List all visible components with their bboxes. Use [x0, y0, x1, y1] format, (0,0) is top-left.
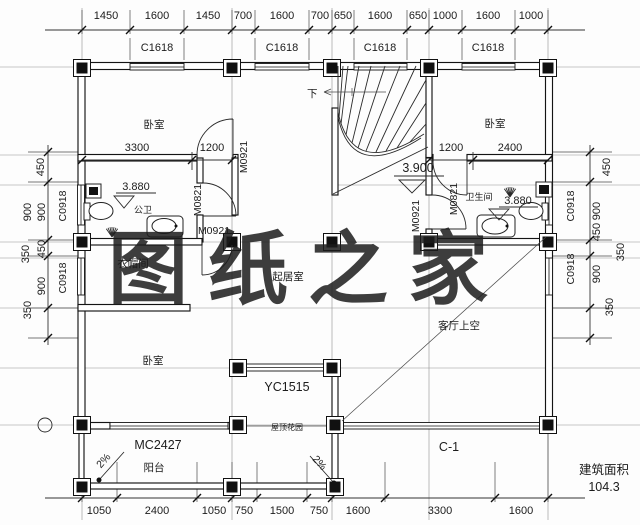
dim-right-1: 900: [591, 202, 603, 220]
dim-bottom-3: 750: [235, 505, 253, 517]
room-wc: 公卫: [134, 205, 152, 215]
dim-right-5: 350: [604, 298, 616, 316]
dimension-left: 450 900 900 450 350 900 350 C0918 C0918: [20, 145, 78, 345]
door-label-m0921-1: M0921: [238, 141, 250, 173]
windows: [77, 63, 553, 430]
door-label-m0921-3: M0921: [410, 200, 422, 232]
dim-top-11: 1000: [519, 10, 543, 22]
dim-bedroom-tl-1: 1200: [200, 142, 224, 154]
room-bedroom-bl: 卧室: [143, 354, 164, 367]
level-marks: 3.880 3.900 3.880: [113, 161, 538, 221]
room-void: 客厅上空: [438, 319, 480, 332]
dim-bottom-2: 1050: [202, 505, 226, 517]
room-cloakroom: 衣帽间: [117, 257, 149, 270]
dim-top-9: 1000: [433, 10, 457, 22]
window-label-c1618-2: C1618: [266, 42, 298, 54]
dim-bottom-7: 3300: [428, 505, 452, 517]
dim-bottom-0: 1050: [87, 505, 111, 517]
dim-top-8: 650: [409, 10, 427, 22]
window-label-c0918-right-2: C0918: [565, 253, 577, 284]
room-labels: 卧室 卧室 卧室 公卫 衣帽间 起居室 卫生间 客厅上空 阳台 屋顶花园: [117, 117, 505, 474]
dim-right-0: 450: [601, 158, 613, 176]
room-bedroom-tl: 卧室: [144, 118, 165, 131]
dim-left-6: 350: [22, 301, 34, 319]
door-label-mc2427: MC2427: [134, 438, 181, 452]
dim-bottom-1: 2400: [145, 505, 169, 517]
dim-top-5: 700: [311, 10, 329, 22]
window-label-c1: C-1: [439, 440, 459, 454]
dimension-top: 1450 1600 1450 700 1600 700 650 1600 650…: [45, 10, 585, 60]
dim-left-4: 350: [20, 245, 32, 263]
stair-down-label: 下: [307, 88, 318, 100]
window-label-c0918-left-2: C0918: [57, 262, 69, 293]
dim-right-3: 350: [615, 243, 627, 261]
dimension-right: 450 900 450 350 900 350 C0918 C0918: [552, 145, 627, 345]
room-living: 起居室: [272, 270, 304, 283]
window-label-c0918-right-1: C0918: [565, 190, 577, 221]
dim-top-1: 1600: [145, 10, 169, 22]
window-label-c1618-1: C1618: [141, 42, 173, 54]
dim-left-3: 450: [36, 240, 48, 258]
dim-top-4: 1600: [270, 10, 294, 22]
dim-top-6: 650: [334, 10, 352, 22]
door-label-m0821-1: M0821: [192, 184, 204, 216]
dim-left-5: 900: [36, 277, 48, 295]
doors: [196, 118, 468, 276]
dim-top-3: 700: [234, 10, 252, 22]
area-value: 104.3: [588, 480, 619, 494]
dimension-bottom: 1050 2400 1050 750 1500 750 1600 3300 16…: [45, 430, 585, 517]
grid-lines: [0, 8, 640, 520]
slope-label-right: 2%: [310, 453, 329, 472]
title-block: 建筑面积 104.3: [579, 462, 629, 494]
dim-bottom-4: 1500: [270, 505, 294, 517]
dim-top-10: 1600: [476, 10, 500, 22]
dim-left-2: 900: [36, 203, 48, 221]
watermark: 图纸之家: [108, 225, 508, 314]
window-label-c1618-3: C1618: [364, 42, 396, 54]
dim-top-7: 1600: [368, 10, 392, 22]
dim-bedroom-tr-0: 1200: [439, 142, 463, 154]
dim-bottom-5: 750: [310, 505, 328, 517]
dim-bottom-6: 1600: [346, 505, 370, 517]
area-label: 建筑面积: [579, 462, 629, 477]
room-roof-garden: 屋顶花园: [271, 422, 303, 432]
window-label-c1618-4: C1618: [472, 42, 504, 54]
columns: [73, 59, 557, 496]
fixtures: [83, 181, 553, 238]
window-label-c0918-left-1: C0918: [57, 190, 69, 221]
dim-top-2: 1450: [196, 10, 220, 22]
room-balcony: 阳台: [144, 461, 165, 474]
level-living: 3.900: [402, 161, 433, 175]
dim-right-2: 450: [591, 223, 603, 241]
door-label-m0921-2: M0921: [198, 225, 230, 237]
dim-top-0: 1450: [94, 10, 118, 22]
room-bedroom-tr: 卧室: [485, 117, 506, 130]
dim-right-4: 900: [591, 265, 603, 283]
dim-bedroom-tl-0: 3300: [125, 142, 149, 154]
dim-bedroom-tr-1: 2400: [498, 142, 522, 154]
room-bathroom: 卫生间: [465, 191, 492, 202]
void-diagonal: [341, 236, 547, 422]
level-right: 3.880: [504, 195, 532, 207]
dim-left-1: 900: [22, 203, 34, 221]
door-label-m0821-2: M0821: [448, 183, 460, 215]
level-left: 3.880: [122, 181, 150, 193]
dimension-interior: 3300 1200 1200 2400: [77, 142, 553, 170]
dim-left-0: 450: [35, 158, 47, 176]
stairs: 下: [307, 65, 429, 195]
window-label-yc1515: YC1515: [264, 380, 309, 394]
opening-labels: M0921 M0821 M0921 M0921 M0821 MC2427 YC1…: [134, 141, 460, 454]
dim-bottom-8: 1600: [509, 505, 533, 517]
